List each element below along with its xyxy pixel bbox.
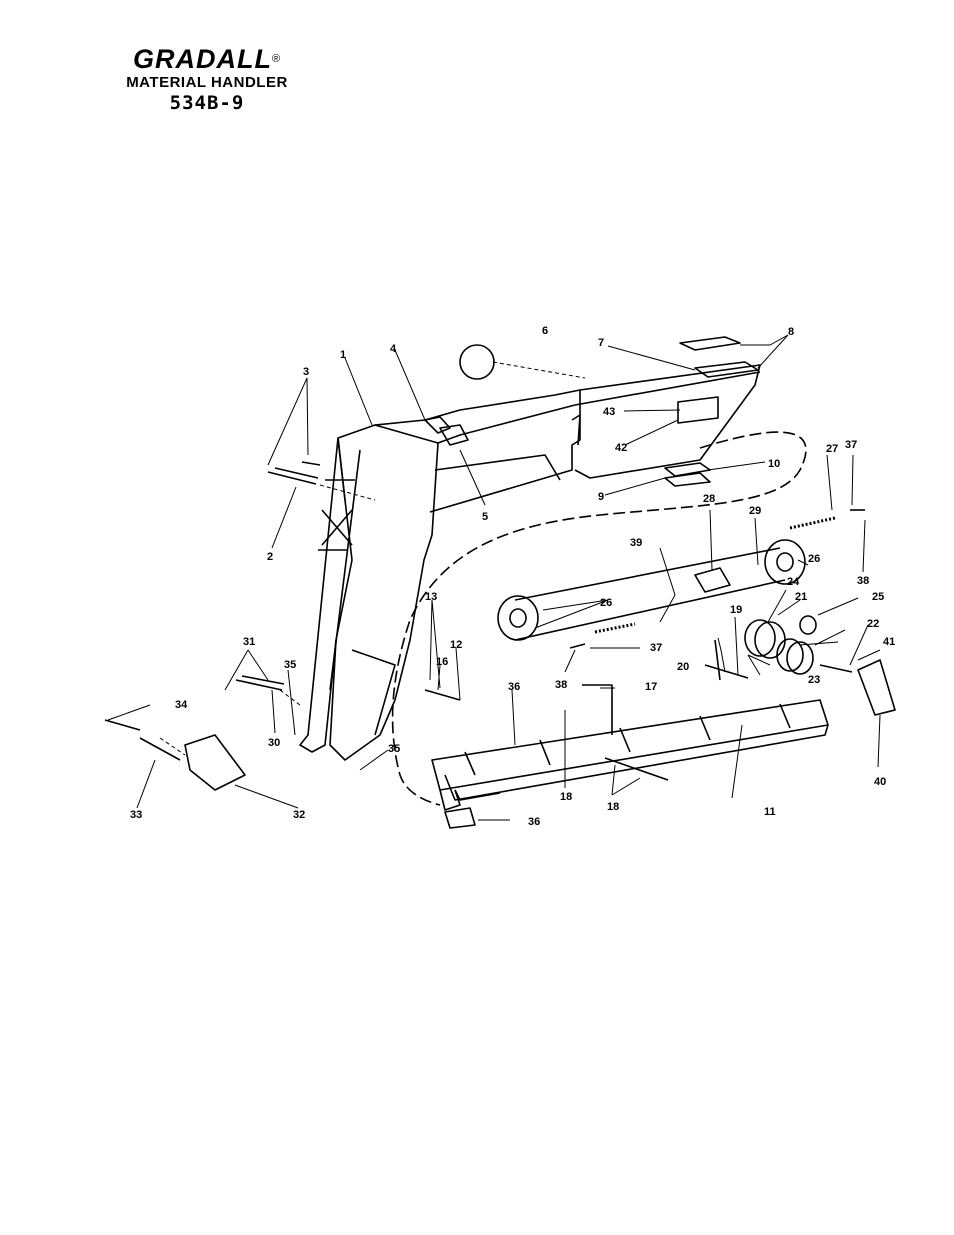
- detail-inset-circle: [459, 344, 495, 380]
- callout-36b: 36: [528, 816, 540, 828]
- callout-35b: 35: [388, 743, 400, 755]
- brand-logo: GRADALL®: [112, 44, 302, 74]
- callout-13: 13: [425, 591, 437, 603]
- callout-33: 33: [130, 809, 142, 821]
- callout-11: 11: [764, 806, 776, 818]
- callout-12: 12: [450, 639, 462, 651]
- callout-3: 3: [303, 366, 309, 378]
- subtitle: MATERIAL HANDLER: [126, 74, 288, 91]
- callout-27: 27: [826, 443, 838, 455]
- callout-9: 9: [598, 491, 604, 503]
- callout-2: 2: [267, 551, 273, 563]
- callout-31: 31: [243, 636, 255, 648]
- callout-17: 17: [645, 681, 657, 693]
- callout-30: 30: [268, 737, 280, 749]
- callout-18b: 18: [607, 801, 619, 813]
- callout-39: 39: [630, 537, 642, 549]
- callout-43: 43: [603, 406, 615, 418]
- callout-36a: 36: [508, 681, 520, 693]
- callout-37b: 37: [650, 642, 662, 654]
- callout-6: 6: [542, 325, 548, 337]
- chain-pulley-assembly: [497, 516, 836, 641]
- callout-26b: 26: [600, 597, 612, 609]
- callout-38a: 38: [857, 575, 869, 587]
- callout-29: 29: [749, 505, 761, 517]
- callout-35a: 35: [284, 659, 296, 671]
- callout-5: 5: [482, 511, 488, 523]
- callout-26a: 26: [808, 553, 820, 565]
- brand-name: GRADALL: [132, 44, 272, 74]
- callout-28: 28: [703, 493, 715, 505]
- callout-41: 41: [883, 636, 895, 648]
- boom-inner-section: [431, 699, 829, 811]
- callout-24: 24: [787, 576, 800, 588]
- callout-38b: 38: [555, 679, 567, 691]
- callout-32: 32: [293, 809, 305, 821]
- assembly-dash-lines: [159, 361, 586, 756]
- leader-lines: [107, 334, 881, 821]
- callout-23: 23: [808, 674, 820, 686]
- callout-labels: 1 2 3 4 5 6 7 8 9 10 11 12 13 16 17 18 1…: [130, 325, 895, 828]
- wear-pads: [424, 336, 759, 487]
- chain-routing-line: [391, 431, 807, 806]
- callout-21: 21: [795, 591, 807, 603]
- title-block: GRADALL® MATERIAL HANDLER 534B-9: [112, 44, 302, 114]
- callout-18a: 18: [560, 791, 572, 803]
- registered-mark: ®: [271, 53, 282, 65]
- callout-1: 1: [340, 349, 346, 361]
- callout-7: 7: [598, 337, 604, 349]
- roller-wheels: [744, 615, 817, 675]
- callout-42: 42: [615, 442, 627, 454]
- callout-4: 4: [390, 343, 397, 355]
- callout-22: 22: [867, 618, 879, 630]
- callout-19: 19: [730, 604, 742, 616]
- callout-37a: 37: [845, 439, 857, 451]
- callout-8: 8: [788, 326, 794, 338]
- callout-20: 20: [677, 661, 689, 673]
- boom-outer-frame: [299, 364, 761, 761]
- pins-hardware: [104, 461, 896, 829]
- callout-25: 25: [872, 591, 884, 603]
- callout-16: 16: [436, 656, 448, 668]
- callout-10: 10: [768, 458, 780, 470]
- callout-34: 34: [175, 699, 188, 711]
- model-number: 534B-9: [169, 92, 245, 114]
- callout-40: 40: [874, 776, 886, 788]
